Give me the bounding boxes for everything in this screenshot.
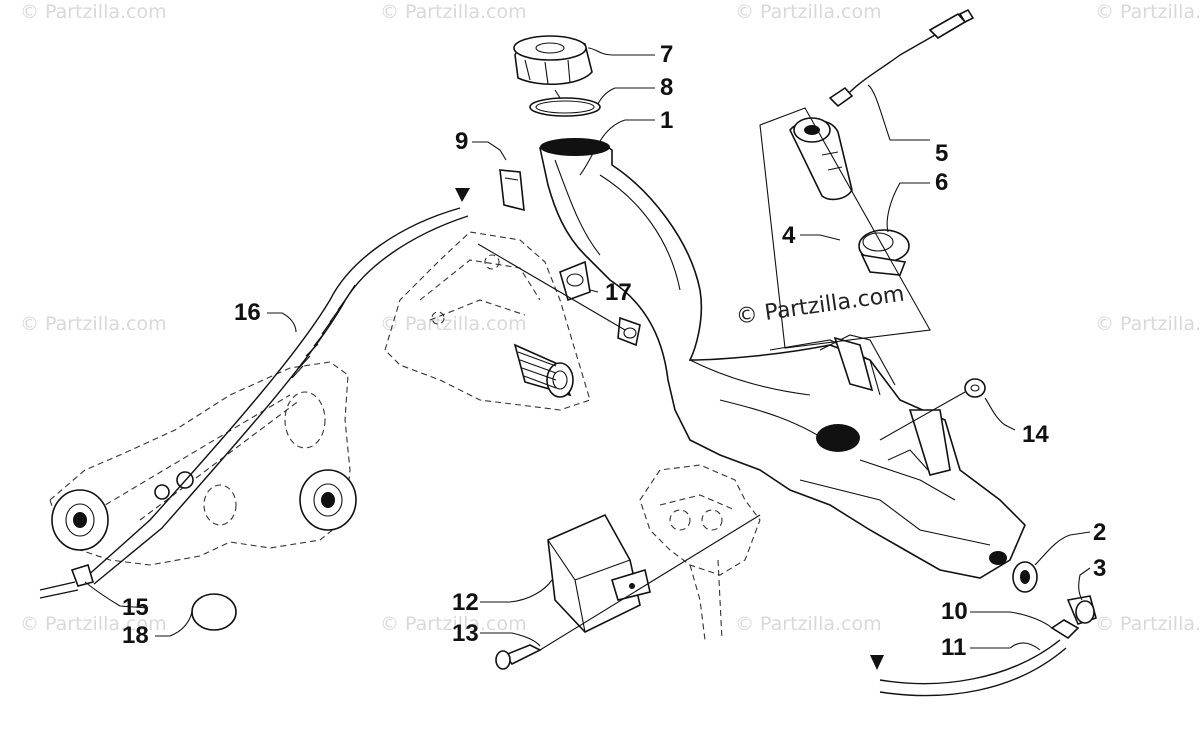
- electrical-module: [547, 513, 651, 633]
- fuel-pump-outline: [639, 464, 761, 641]
- callout-13: 13: [452, 620, 479, 647]
- cable-clamp: [559, 260, 641, 347]
- callout-2: 2: [1093, 519, 1106, 546]
- callout-5: 5: [935, 140, 948, 167]
- callout-1: 1: [660, 107, 673, 134]
- callout-labels: 1 2 3 4 5 6 7 8 9 10 11 12 13 14 15 16 1…: [122, 41, 1106, 661]
- callout-9: 9: [455, 128, 468, 155]
- callout-16: 16: [234, 299, 261, 326]
- fuel-fitting: [1066, 595, 1097, 625]
- engine-housing-outline: [384, 231, 591, 411]
- callout-11: 11: [941, 634, 966, 661]
- hose-clamp: [1050, 619, 1080, 640]
- callout-17: 17: [605, 279, 632, 306]
- vent-hose: [84, 188, 470, 585]
- callout-18: 18: [122, 622, 149, 649]
- callout-7: 7: [660, 41, 673, 68]
- watermark: © Partzilla.com: [380, 313, 527, 335]
- chaincase-plate-outline: [49, 361, 357, 566]
- hose-clip: [39, 563, 94, 599]
- nut: [964, 378, 986, 398]
- callout-12: 12: [452, 589, 479, 616]
- watermark: © Partzilla.com: [20, 313, 167, 335]
- watermark: © Partzilla.com: [1095, 1, 1200, 23]
- snap-ring: [191, 593, 237, 631]
- sender-grommet: [858, 229, 910, 276]
- group-bracket: [759, 107, 931, 349]
- tank-grommet: [1012, 561, 1038, 593]
- watermark: © Partzilla.com: [1095, 613, 1200, 635]
- fuel-cap: [513, 35, 593, 86]
- callout-4: 4: [782, 222, 796, 249]
- callout-3: 3: [1093, 555, 1106, 582]
- watermark: © Partzilla.com: [1095, 313, 1200, 335]
- fuel-level-sender: [789, 8, 975, 201]
- cap-gasket: [529, 97, 601, 117]
- watermark: © Partzilla.com: [20, 1, 167, 23]
- watermark: © Partzilla.com: [380, 613, 527, 635]
- watermark: © Partzilla.com: [735, 613, 882, 635]
- callout-8: 8: [660, 74, 673, 101]
- center-watermark: © Partzilla.com: [734, 282, 906, 330]
- watermark: © Partzilla.com: [735, 1, 882, 23]
- bolt: [495, 644, 542, 670]
- decal: [499, 169, 525, 212]
- watermark-layer: © Partzilla.com © Partzilla.com © Partzi…: [20, 1, 1200, 635]
- watermark: © Partzilla.com: [20, 613, 167, 635]
- watermark: © Partzilla.com: [380, 1, 527, 23]
- callout-10: 10: [941, 598, 968, 625]
- fuel-tank: [539, 138, 1026, 579]
- callout-6: 6: [935, 169, 948, 196]
- fuel-hose: [870, 639, 1067, 697]
- callout-15: 15: [122, 594, 149, 621]
- leader-lines: [84, 47, 1091, 651]
- callout-14: 14: [1022, 421, 1049, 448]
